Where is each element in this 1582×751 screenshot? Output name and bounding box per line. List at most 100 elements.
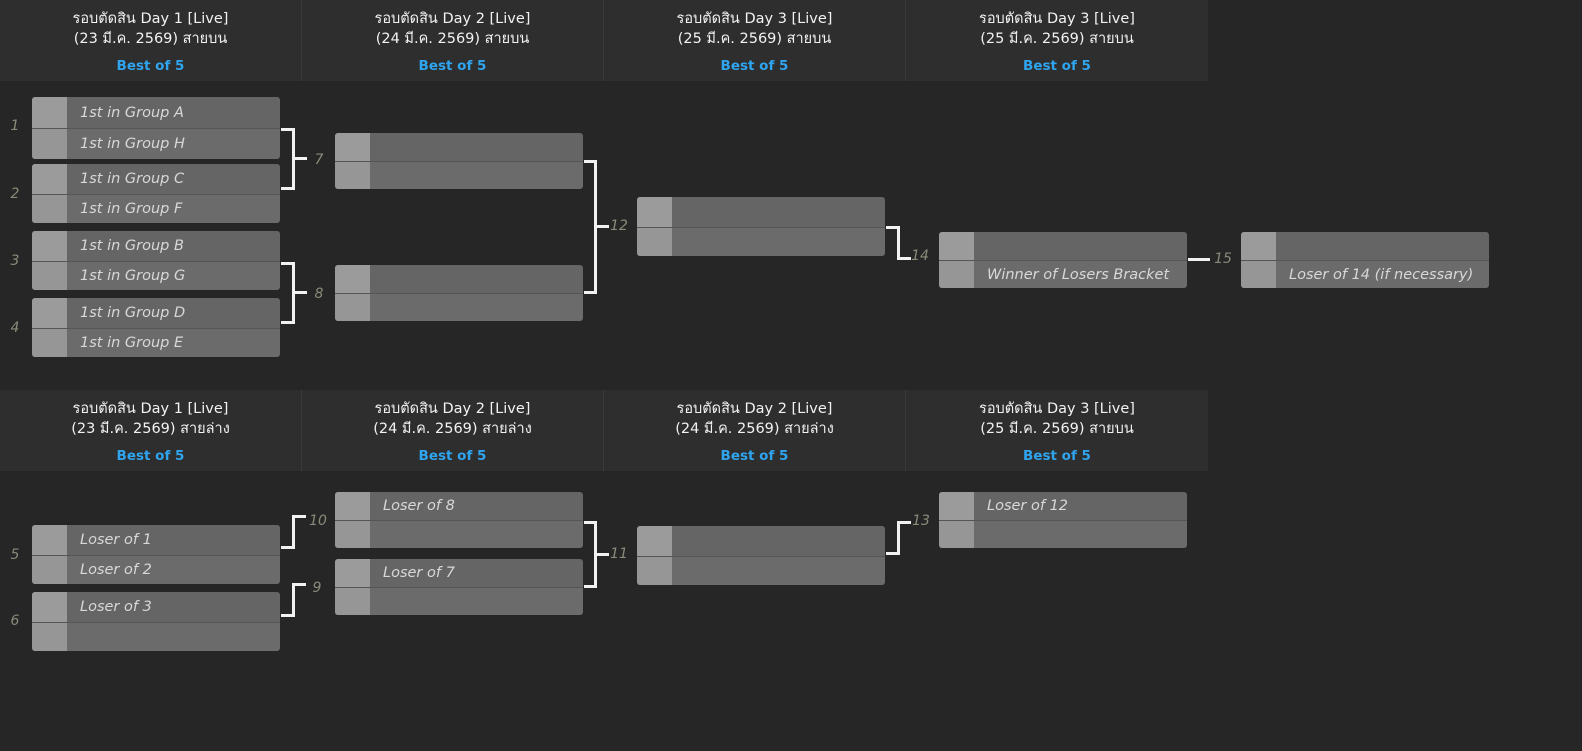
header-subtitle: (24 มี.ค. 2569) สายล่าง [675,421,834,437]
match-slot-bottom[interactable]: Loser of 2 [32,554,280,584]
header-title: รอบตัดสิน Day 2 [Live] [676,401,833,417]
match-slot-bottom[interactable]: 1st in Group F [32,193,280,223]
slot-score [335,492,370,520]
match-card-14[interactable]: Winner of Losers Bracket [939,232,1187,288]
header-title: รอบตัดสิน Day 3 [Live] [979,401,1135,417]
header-subtitle: (23 มี.ค. 2569) สายบน [73,31,228,47]
match-slot-bottom[interactable] [335,587,583,615]
match-card-9[interactable]: Loser of 7 [335,559,583,615]
match-card-2[interactable]: 1st in Group C 1st in Group F [32,164,280,223]
slot-score [637,556,672,585]
match-slot-bottom[interactable] [335,293,583,321]
lower-bracket-header-band: รอบตัดสิน Day 1 [Live] (23 มี.ค. 2569) ส… [0,390,1208,471]
slot-score [32,555,67,584]
header-title: รอบตัดสิน Day 1 [Live] [72,401,229,417]
match-slot-bottom[interactable] [335,520,583,548]
match-slot-top[interactable]: 1st in Group B [32,231,280,261]
match-slot-top[interactable]: Loser of 12 [939,492,1187,520]
match-slot-bottom[interactable] [32,621,280,651]
header-title: รอบตัดสิน Day 3 [Live] [979,11,1135,27]
match-number-3: 3 [10,253,20,269]
match-card-11[interactable] [637,526,885,585]
match-card-3[interactable]: 1st in Group B 1st in Group G [32,231,280,290]
match-slot-top[interactable]: 1st in Group A [32,97,280,128]
match-number-10: 10 [309,513,327,529]
match-slot-top[interactable]: 1st in Group C [32,164,280,194]
match-number-15: 15 [1214,251,1232,267]
match-card-10[interactable]: Loser of 8 [335,492,583,548]
match-number-14: 14 [911,248,929,264]
match-slot-top[interactable] [1241,232,1489,260]
header-best-of: Best of 5 [720,58,789,74]
upper-bracket-header-band: รอบตัดสิน Day 1 [Live] (23 มี.ค. 2569) ส… [0,0,1208,81]
header-title: รอบตัดสิน Day 3 [Live] [676,11,833,27]
match-slot-bottom[interactable]: 1st in Group H [32,128,280,159]
slot-team-name: Loser of 2 [80,561,152,578]
slot-team-name: Loser of 3 [80,598,152,615]
connector-to-match-7 [281,128,313,190]
match-slot-top[interactable]: 1st in Group D [32,298,280,328]
match-slot-top[interactable] [637,526,885,556]
header-subtitle: (23 มี.ค. 2569) สายล่าง [71,421,230,437]
match-card-8[interactable] [335,265,583,321]
match-card-15[interactable]: Loser of 14 (if necessary) [1241,232,1489,288]
match-card-1[interactable]: 1st in Group A 1st in Group H [32,97,280,159]
match-card-5[interactable]: Loser of 1 Loser of 2 [32,525,280,584]
slot-score [939,492,974,520]
slot-score [32,592,67,622]
match-card-4[interactable]: 1st in Group D 1st in Group E [32,298,280,357]
match-slot-top[interactable]: Loser of 8 [335,492,583,520]
match-card-13[interactable]: Loser of 12 [939,492,1187,548]
header-title: รอบตัดสิน Day 1 [Live] [72,11,229,27]
header-subtitle: (24 มี.ค. 2569) สายล่าง [373,421,532,437]
header-column-upper-round-3: รอบตัดสิน Day 3 [Live] (25 มี.ค. 2569) ส… [604,0,906,81]
match-slot-top[interactable] [637,197,885,227]
header-column-lower-round-4: รอบตัดสิน Day 3 [Live] (25 มี.ค. 2569) ส… [906,390,1208,471]
match-number-4: 4 [10,320,20,336]
match-number-7: 7 [314,152,324,168]
match-card-6[interactable]: Loser of 3 [32,592,280,651]
slot-score [637,197,672,227]
match-slot-top[interactable] [335,133,583,161]
match-slot-bottom[interactable]: Loser of 14 (if necessary) [1241,260,1489,288]
match-card-12[interactable] [637,197,885,256]
header-best-of: Best of 5 [116,58,185,74]
match-number-11: 11 [610,546,628,562]
header-subtitle: (24 มี.ค. 2569) สายบน [375,31,530,47]
slot-team-name: 1st in Group F [80,200,183,217]
header-subtitle: (25 มี.ค. 2569) สายบน [980,31,1134,47]
match-slot-top[interactable]: Loser of 1 [32,525,280,555]
slot-team-name: 1st in Group B [80,237,184,254]
match-slot-bottom[interactable] [335,161,583,189]
header-best-of: Best of 5 [720,448,789,464]
match-slot-top[interactable]: Loser of 3 [32,592,280,622]
slot-score [32,97,67,128]
match-slot-bottom[interactable]: 1st in Group E [32,327,280,357]
slot-team-name: Loser of 7 [383,565,455,581]
match-slot-bottom[interactable]: 1st in Group G [32,260,280,290]
match-slot-top[interactable] [335,265,583,293]
slot-team-name: Loser of 1 [80,531,152,548]
match-slot-top[interactable]: Loser of 7 [335,559,583,587]
connector-to-match-15 [1188,258,1214,262]
header-best-of: Best of 5 [116,448,185,464]
match-slot-bottom[interactable] [939,520,1187,548]
match-number-8: 8 [314,286,324,302]
header-column-lower-round-3: รอบตัดสิน Day 2 [Live] (24 มี.ค. 2569) ส… [604,390,906,471]
match-slot-top[interactable] [939,232,1187,260]
slot-score [637,526,672,556]
match-card-7[interactable] [335,133,583,189]
header-best-of: Best of 5 [1023,58,1091,74]
match-slot-bottom[interactable]: Winner of Losers Bracket [939,260,1187,288]
slot-score [32,298,67,328]
slot-score [335,162,370,189]
match-slot-bottom[interactable] [637,555,885,585]
match-slot-bottom[interactable] [637,226,885,256]
slot-team-name: 1st in Group H [80,136,185,152]
slot-score [637,227,672,256]
slot-team-name: 1st in Group A [80,104,184,121]
match-number-6: 6 [10,613,20,629]
slot-score [32,164,67,194]
match-number-13: 13 [912,513,930,529]
slot-score [32,328,67,357]
